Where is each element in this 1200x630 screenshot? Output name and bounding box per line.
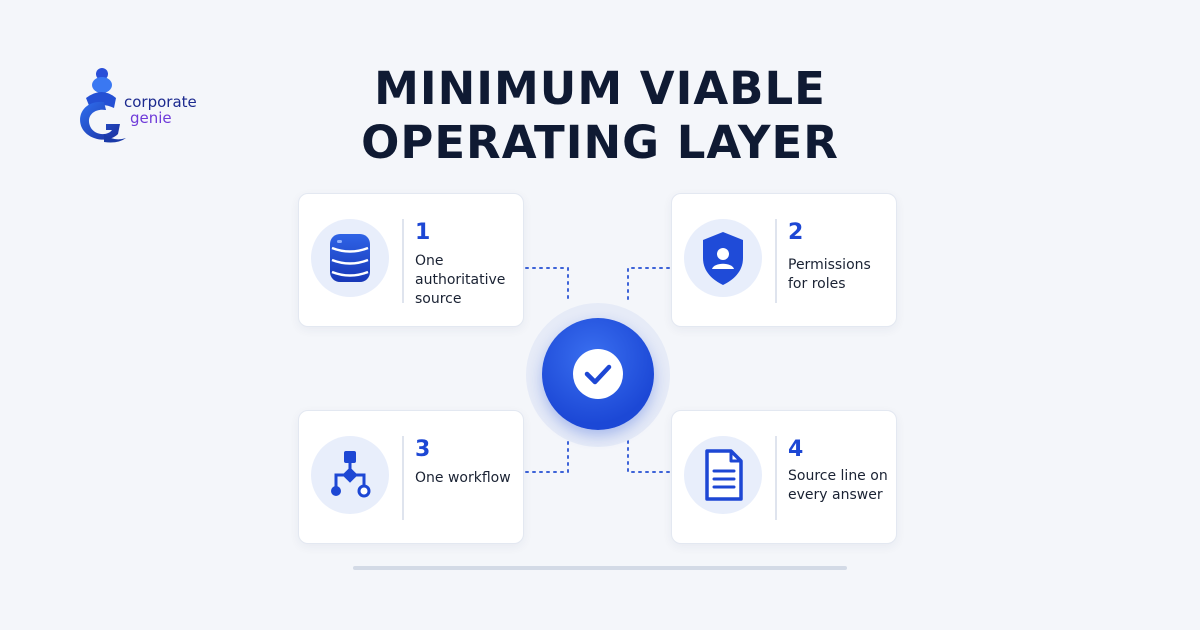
step-icon-wrap [684,219,762,297]
shield-user-icon [703,232,743,285]
document-icon [705,449,743,501]
step-card-4: 4 Source line on every answer [671,410,897,544]
step-icon-wrap [311,219,389,297]
step-number: 3 [415,437,431,462]
page-title-line1: MINIMUM VIABLE [374,62,826,115]
card-divider [775,436,777,520]
step-label: Permissions for roles [788,257,871,292]
step-number: 2 [788,220,804,245]
step-icon-wrap [684,436,762,514]
genie-logo-icon [80,68,126,143]
step-card-3: 3 One workflow [298,410,524,544]
connector-step-3 [525,439,569,473]
workflow-icon [331,451,371,498]
check-icon [573,349,623,399]
step-card-1: 1 One authoritative source [298,193,524,327]
step-number: 4 [788,437,804,462]
brand-name-line1: corporate [124,93,197,111]
step-label: One workflow [415,470,511,486]
card-divider [402,219,404,303]
connector-step-2 [627,267,670,301]
step-number: 1 [415,220,431,245]
card-divider [402,436,404,520]
card-divider [775,219,777,303]
database-icon [330,234,370,282]
brand-logo: corporate genie [74,64,214,144]
page-title-line2: OPERATING LAYER [361,116,839,169]
step-label: Source line on every answer [788,468,888,503]
connector-step-1 [525,267,569,301]
step-card-2: 2 Permissions for roles [671,193,897,327]
page-title: MINIMUM VIABLE OPERATING LAYER [0,62,1200,170]
connector-step-4 [627,439,670,473]
step-label: One authoritative source [415,253,506,307]
center-hub [542,318,654,430]
step-icon-wrap [311,436,389,514]
bottom-divider [353,566,847,570]
brand-name-line2: genie [130,109,172,127]
